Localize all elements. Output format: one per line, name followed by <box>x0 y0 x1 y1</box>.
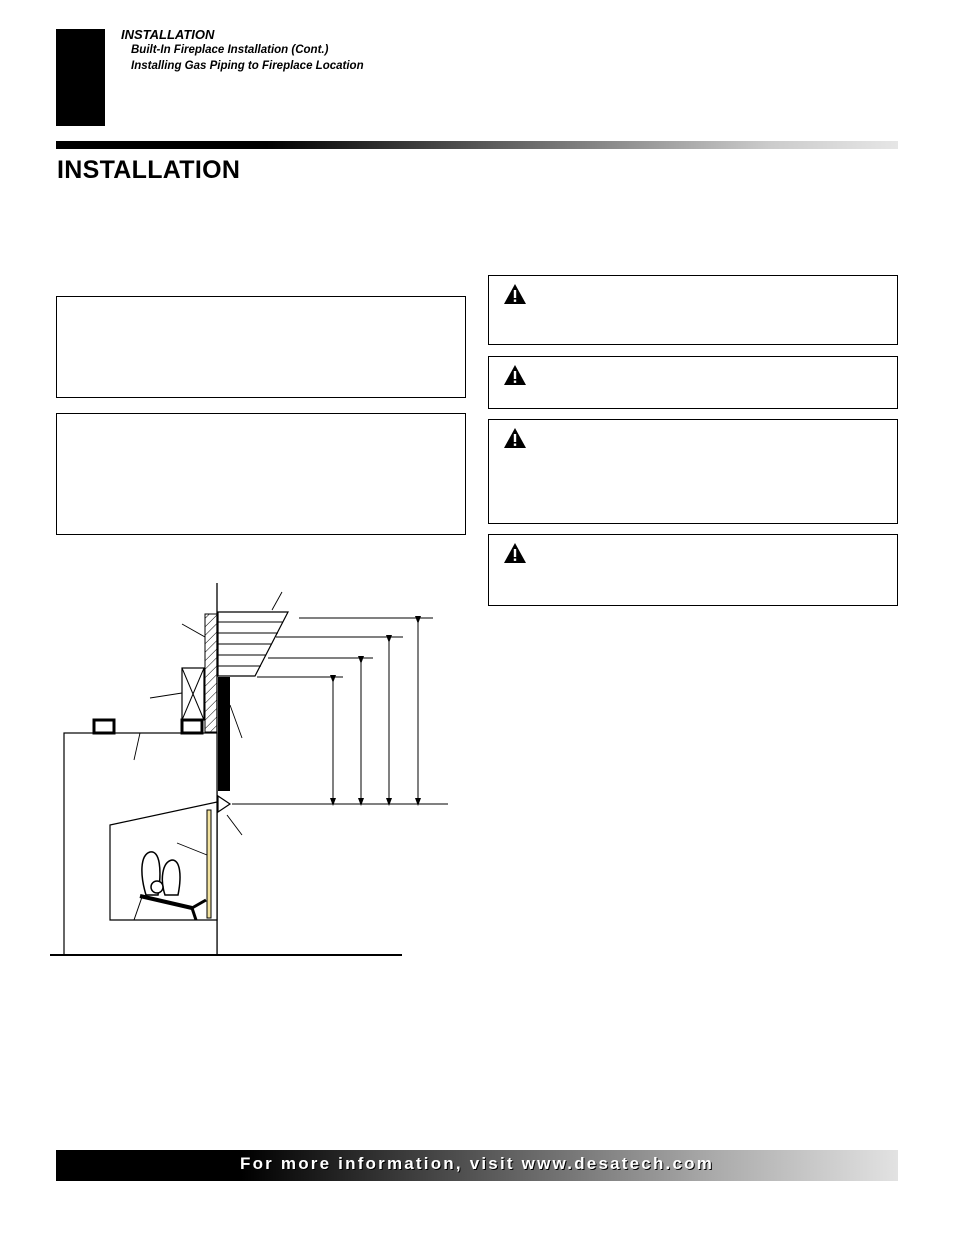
fireplace-clearance-diagram <box>50 583 448 956</box>
warning-triangle-icon <box>504 428 526 448</box>
warning-box-4 <box>488 534 898 606</box>
section-tab-marker <box>56 29 105 126</box>
warning-triangle-icon <box>504 365 526 385</box>
noncombustible-facing <box>218 677 230 791</box>
notice-box-2 <box>56 413 466 535</box>
header-divider <box>56 141 898 149</box>
warning-box-1 <box>488 275 898 345</box>
footer-link-text[interactable]: For more information, visit www.desatech… <box>239 1154 715 1173</box>
header-subsection-1: Built-In Fireplace Installation (Cont.) <box>131 44 329 56</box>
notice-box-1 <box>56 296 466 398</box>
warning-box-3 <box>488 419 898 524</box>
fireplace-opening-top <box>217 794 232 814</box>
clearance-dimensions <box>232 616 448 806</box>
stud-block <box>181 667 205 721</box>
warning-triangle-icon <box>504 284 526 304</box>
header-subsection-2: Installing Gas Piping to Fireplace Locat… <box>131 60 364 72</box>
footer-bar: For more information, visit www.desatech… <box>56 1150 898 1181</box>
warning-box-2 <box>488 356 898 409</box>
fireplace-body <box>63 718 218 956</box>
page-title: INSTALLATION <box>57 156 241 184</box>
warning-triangle-icon <box>504 543 526 563</box>
leader-lines <box>133 591 283 856</box>
header-section-title: INSTALLATION <box>121 27 215 42</box>
